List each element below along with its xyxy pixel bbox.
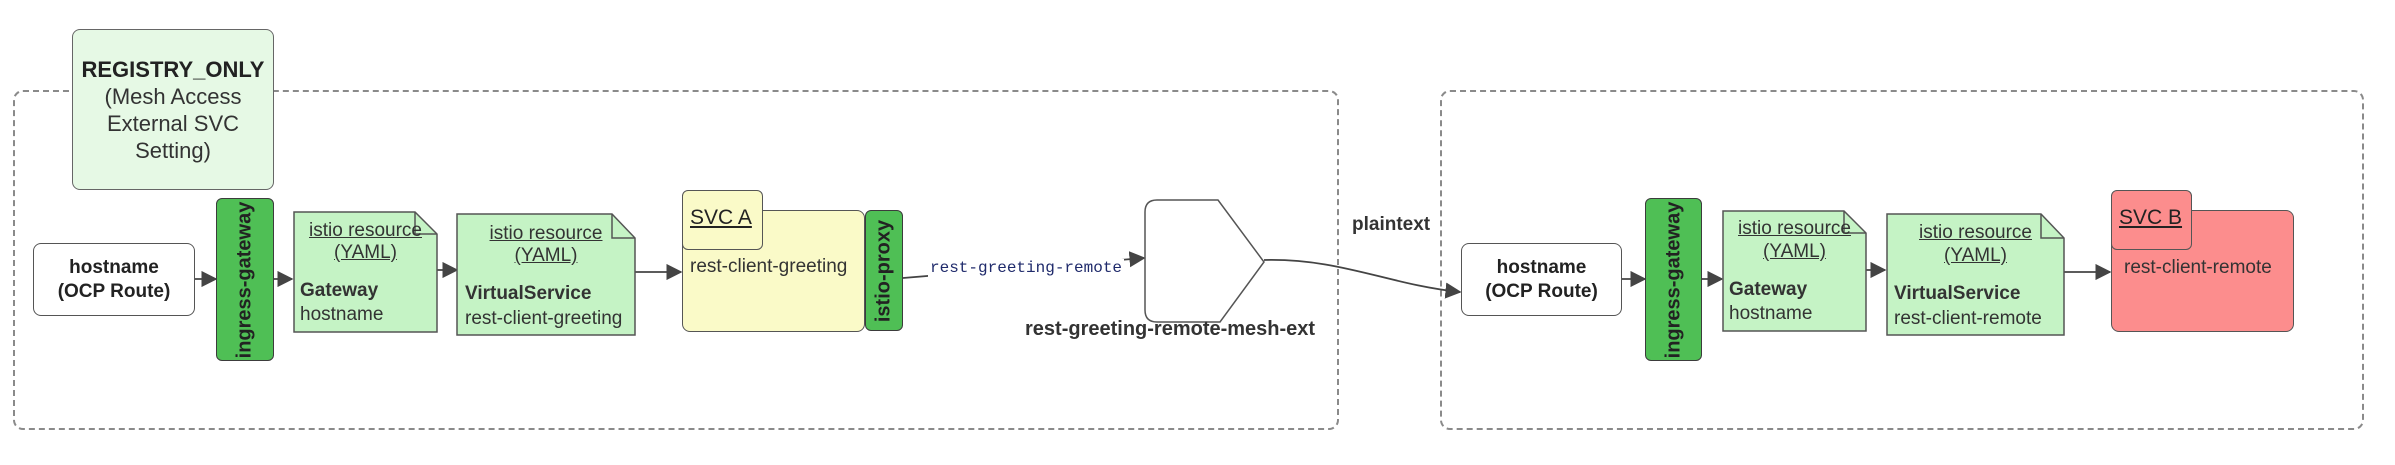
hostname-line2: (OCP Route)	[57, 280, 171, 302]
virtualservice-resource-kind: VirtualService	[465, 283, 592, 304]
svc-b-tab-label: SVC B	[2119, 206, 2183, 229]
remote-hostname-line1: hostname	[1496, 256, 1587, 278]
remote-virtualservice-resource-title1: istio resource	[1919, 222, 2032, 243]
remote-gateway-resource-kind: Gateway	[1729, 279, 1808, 300]
left-cluster-region	[13, 90, 1339, 430]
remote-virtualservice-resource-doc[interactable]	[1886, 213, 2065, 336]
registry-only-line1: (Mesh Access	[104, 83, 242, 109]
istio-proxy-label: istio-proxy	[872, 219, 895, 322]
virtualservice-resource-title1: istio resource	[489, 223, 603, 244]
virtualservice-resource-text: istio resource (YAML) VirtualService res…	[457, 214, 635, 335]
gateway-resource-doc[interactable]	[293, 211, 438, 333]
svc-a-body-label: rest-client-greeting	[690, 256, 848, 277]
ingress-gateway[interactable]: ingress-gateway	[216, 198, 274, 361]
registry-only-title: REGISTRY_ONLY	[81, 56, 265, 82]
remote-virtualservice-resource-text: istio resource (YAML) VirtualService res…	[1887, 214, 2064, 335]
gateway-resource-fold	[414, 212, 437, 235]
registry-only-note[interactable]: REGISTRY_ONLY (Mesh Access External SVC …	[72, 29, 274, 190]
service-entry-shape[interactable]	[1144, 199, 1265, 323]
svc-b-tab[interactable]: SVC B	[2111, 190, 2192, 250]
remote-gateway-resource-title1: istio resource	[1738, 218, 1851, 239]
gateway-resource-title1: istio resource	[309, 220, 422, 241]
remote-gateway-resource-title2: (YAML)	[1763, 241, 1826, 262]
gateway-resource-kind: Gateway	[300, 280, 379, 301]
virtualservice-resource-doc[interactable]	[456, 213, 636, 336]
remote-virtualservice-resource-fold	[2040, 214, 2064, 239]
hostname-line1: hostname	[69, 256, 159, 278]
remote-gateway-resource-text: istio resource (YAML) Gateway hostname	[1723, 211, 1866, 331]
gateway-resource-title2: (YAML)	[334, 242, 397, 263]
arrow-serviceentry-to-remote	[1263, 259, 1462, 299]
ingress-gateway-label: ingress-gateway	[233, 201, 256, 358]
remote-ingress-gateway-label: ingress-gateway	[1662, 201, 1684, 358]
istio-proxy[interactable]: istio-proxy	[865, 210, 903, 331]
right-cluster-region	[1440, 90, 2364, 430]
remote-ingress-gateway[interactable]: ingress-gateway	[1645, 198, 1702, 361]
remote-hostname-ocp-route-box[interactable]: hostname (OCP Route)	[1461, 243, 1622, 316]
remote-virtualservice-resource-value: rest-client-remote	[1894, 308, 2042, 329]
registry-only-line2: External SVC	[106, 110, 240, 136]
remote-gateway-resource-fold	[1843, 211, 1866, 234]
gateway-resource-text: istio resource (YAML) Gateway hostname	[294, 212, 437, 332]
virtualservice-resource-title2: (YAML)	[514, 245, 578, 266]
remote-virtualservice-resource-title2: (YAML)	[1944, 245, 2007, 266]
gateway-resource-value: hostname	[300, 304, 384, 325]
remote-hostname-line2: (OCP Route)	[1485, 280, 1598, 302]
svc-a-tab-label: SVC A	[690, 206, 752, 229]
virtualservice-resource-fold	[611, 214, 635, 239]
virtualservice-resource-value: rest-client-greeting	[465, 308, 623, 329]
connection-label: rest-greeting-remote	[928, 259, 1125, 277]
hostname-ocp-route-box[interactable]: hostname (OCP Route)	[33, 243, 195, 316]
plaintext-label: plaintext	[1352, 214, 1431, 235]
service-entry-label: rest-greeting-remote-mesh-ext	[1025, 318, 1316, 340]
registry-only-line3: Setting)	[135, 137, 211, 163]
remote-gateway-resource-value: hostname	[1729, 303, 1813, 324]
svc-a-tab[interactable]: SVC A	[682, 190, 763, 250]
remote-virtualservice-resource-kind: VirtualService	[1894, 283, 2021, 304]
remote-gateway-resource-doc[interactable]	[1722, 210, 1867, 332]
svc-b-body-label: rest-client-remote	[2124, 257, 2272, 278]
